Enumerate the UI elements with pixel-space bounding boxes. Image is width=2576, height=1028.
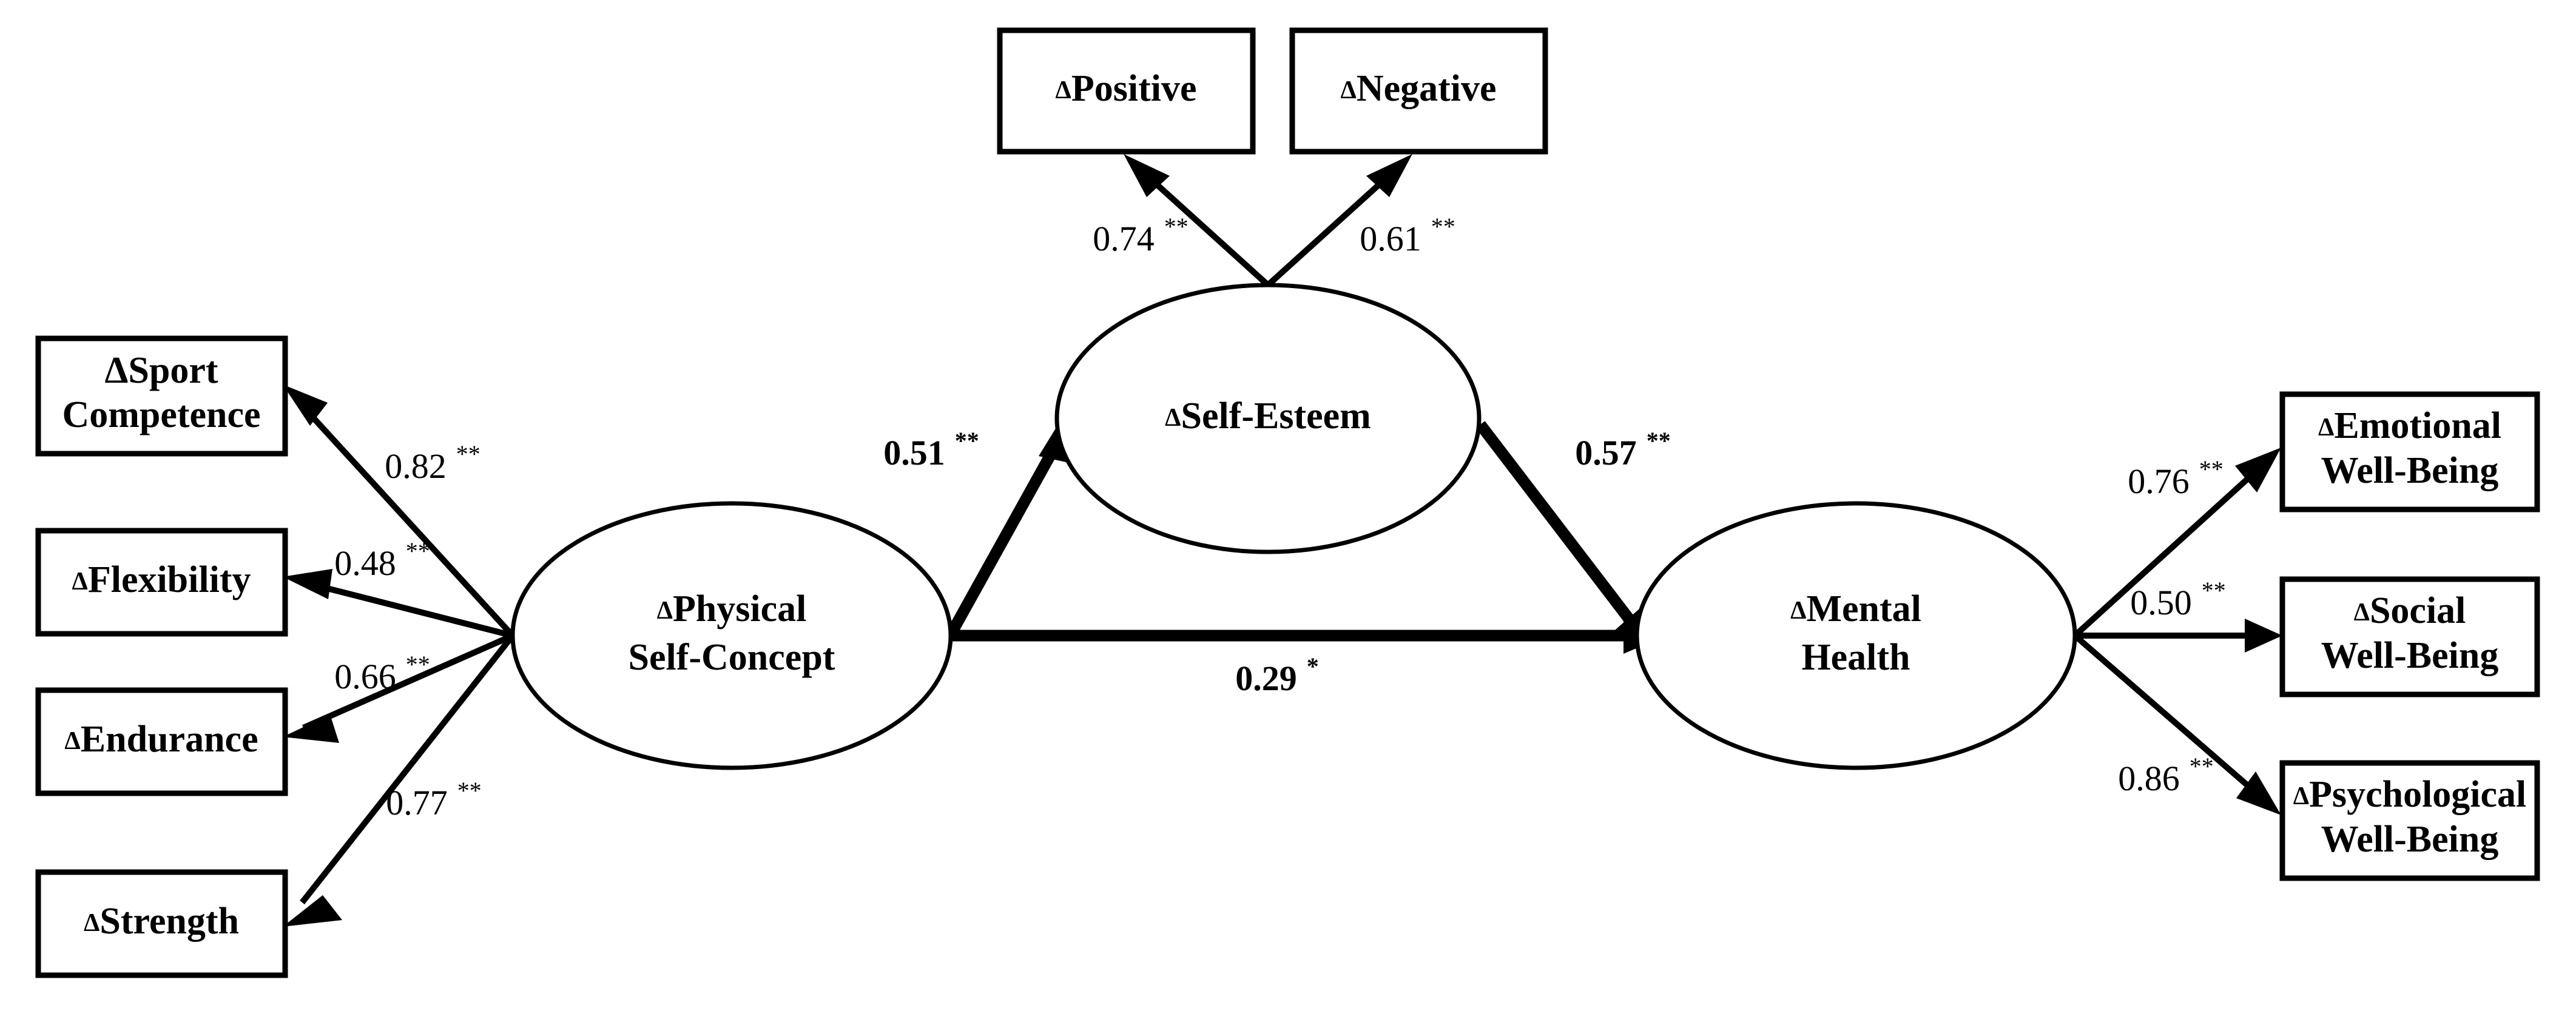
- node-label-line1: Self-Esteem: [1181, 395, 1371, 437]
- path-psc-to-sport-competence: [283, 385, 515, 638]
- delta-symbol: Δ: [2293, 782, 2309, 810]
- coef-psc-to-endurance: 0.66**: [334, 651, 430, 696]
- coef-mh-to-emotional-well-being: 0.76**: [2128, 455, 2224, 501]
- delta-symbol: Δ: [1790, 597, 1806, 625]
- node-label-line1: Endurance: [81, 719, 258, 760]
- node-label-line1: Physical: [673, 588, 806, 630]
- arrowhead-emotional-well-being: [2235, 448, 2281, 492]
- node-label-line1: Social: [2370, 590, 2466, 631]
- arrowhead-negative: [1366, 154, 1412, 197]
- node-label-line1: Sport: [128, 350, 218, 391]
- arrowhead-psychological-well-being: [2236, 771, 2281, 815]
- arrowhead-endurance: [283, 714, 339, 743]
- coef-se-to-positive: 0.74**: [1093, 213, 1189, 258]
- node-emotional-well-being[interactable]: ΔEmotional Well-Being: [2279, 391, 2540, 512]
- node-label-line2: Self-Concept: [629, 637, 835, 678]
- arrowhead-positive: [1124, 154, 1170, 197]
- node-label-line1: Positive: [1071, 68, 1197, 109]
- svg-text:ΔStrength: ΔStrength: [84, 901, 239, 942]
- path-psc-to-endurance: [283, 633, 514, 743]
- node-flexibility[interactable]: ΔFlexibility: [35, 528, 288, 637]
- delta-symbol: Δ: [2354, 599, 2370, 627]
- delta-symbol: Δ: [1340, 76, 1356, 104]
- node-label-line2: Competence: [62, 394, 260, 435]
- delta-symbol: Δ: [2318, 414, 2334, 442]
- coef-mh-to-social-well-being: 0.50**: [2130, 577, 2226, 622]
- coef-psc-to-strength: 0.77**: [386, 777, 482, 822]
- path-se-to-positive: [1124, 154, 1270, 287]
- delta-symbol: Δ: [104, 350, 128, 391]
- node-social-well-being[interactable]: ΔSocial Well-Being: [2279, 576, 2540, 697]
- coef-psc-to-self-esteem: 0.51**: [883, 427, 979, 472]
- delta-symbol: Δ: [84, 909, 99, 937]
- svg-text:ΔSport: ΔSport: [104, 350, 218, 391]
- svg-text:ΔEmotional: ΔEmotional: [2318, 405, 2501, 446]
- arrowhead-flexibility: [283, 569, 332, 599]
- node-endurance[interactable]: ΔEndurance: [35, 687, 288, 796]
- coef-self-esteem-to-mental-health: 0.57**: [1575, 427, 1671, 472]
- coef-psc-to-sport-competence: 0.82**: [385, 440, 480, 486]
- svg-text:ΔMental: ΔMental: [1790, 588, 1921, 630]
- coef-psc-to-flexibility: 0.48**: [334, 537, 430, 583]
- arrowhead-strength: [283, 895, 342, 927]
- delta-symbol: Δ: [64, 727, 80, 755]
- svg-text:ΔNegative: ΔNegative: [1340, 68, 1496, 109]
- node-sport-competence[interactable]: ΔSport Competence: [35, 335, 288, 457]
- svg-text:ΔEndurance: ΔEndurance: [64, 719, 258, 760]
- node-label-line1: Flexibility: [88, 559, 251, 600]
- path-mh-to-psychological-well-being: [2072, 633, 2281, 815]
- svg-text:ΔPsychological: ΔPsychological: [2293, 774, 2527, 815]
- node-negative[interactable]: ΔNegative: [1289, 27, 1548, 155]
- node-strength[interactable]: ΔStrength: [35, 869, 288, 978]
- path-psc-to-mental-health: [950, 617, 1666, 654]
- delta-symbol: Δ: [72, 568, 88, 596]
- svg-text:ΔSelf-Esteem: ΔSelf-Esteem: [1165, 395, 1371, 437]
- svg-text:ΔPositive: ΔPositive: [1056, 68, 1197, 109]
- coef-mh-to-psychological-well-being: 0.86**: [2118, 753, 2214, 798]
- node-positive[interactable]: ΔPositive: [997, 27, 1256, 155]
- node-label-line1: Mental: [1806, 588, 1921, 630]
- path-psc-to-flexibility: [283, 569, 514, 639]
- svg-text:ΔFlexibility: ΔFlexibility: [72, 559, 251, 600]
- node-self-esteem[interactable]: ΔSelf-Esteem: [1054, 283, 1482, 554]
- node-physical-self-concept[interactable]: ΔPhysical Self-Concept: [510, 501, 953, 770]
- node-label-line2: Health: [1801, 637, 1910, 678]
- delta-symbol: Δ: [1056, 76, 1071, 104]
- node-label-line2: Well-Being: [2321, 635, 2499, 676]
- svg-text:ΔPhysical: ΔPhysical: [657, 588, 807, 630]
- node-label-line1: Negative: [1357, 68, 1497, 109]
- delta-symbol: Δ: [1165, 404, 1181, 432]
- node-label-line2: Well-Being: [2321, 819, 2499, 860]
- node-label-line1: Emotional: [2334, 405, 2501, 446]
- node-mental-health[interactable]: ΔMental Health: [1634, 501, 2077, 770]
- coef-psc-to-mental-health: 0.29*: [1235, 653, 1319, 698]
- node-label-line2: Well-Being: [2321, 450, 2499, 491]
- path-psc-to-strength: [283, 633, 515, 927]
- node-label-line1: Psychological: [2309, 774, 2526, 815]
- node-psychological-well-being[interactable]: ΔPsychological Well-Being: [2279, 760, 2540, 881]
- coef-se-to-negative: 0.61**: [1360, 213, 1455, 258]
- path-se-to-negative: [1266, 154, 1412, 287]
- arrowhead-social-well-being: [2245, 619, 2282, 653]
- node-label-line1: Strength: [99, 901, 239, 942]
- arrowhead-sport-competence: [283, 385, 328, 426]
- delta-symbol: Δ: [657, 597, 673, 625]
- svg-text:ΔSocial: ΔSocial: [2354, 590, 2466, 631]
- path-mh-to-social-well-being: [2075, 619, 2282, 653]
- path-mh-to-emotional-well-being: [2072, 448, 2281, 638]
